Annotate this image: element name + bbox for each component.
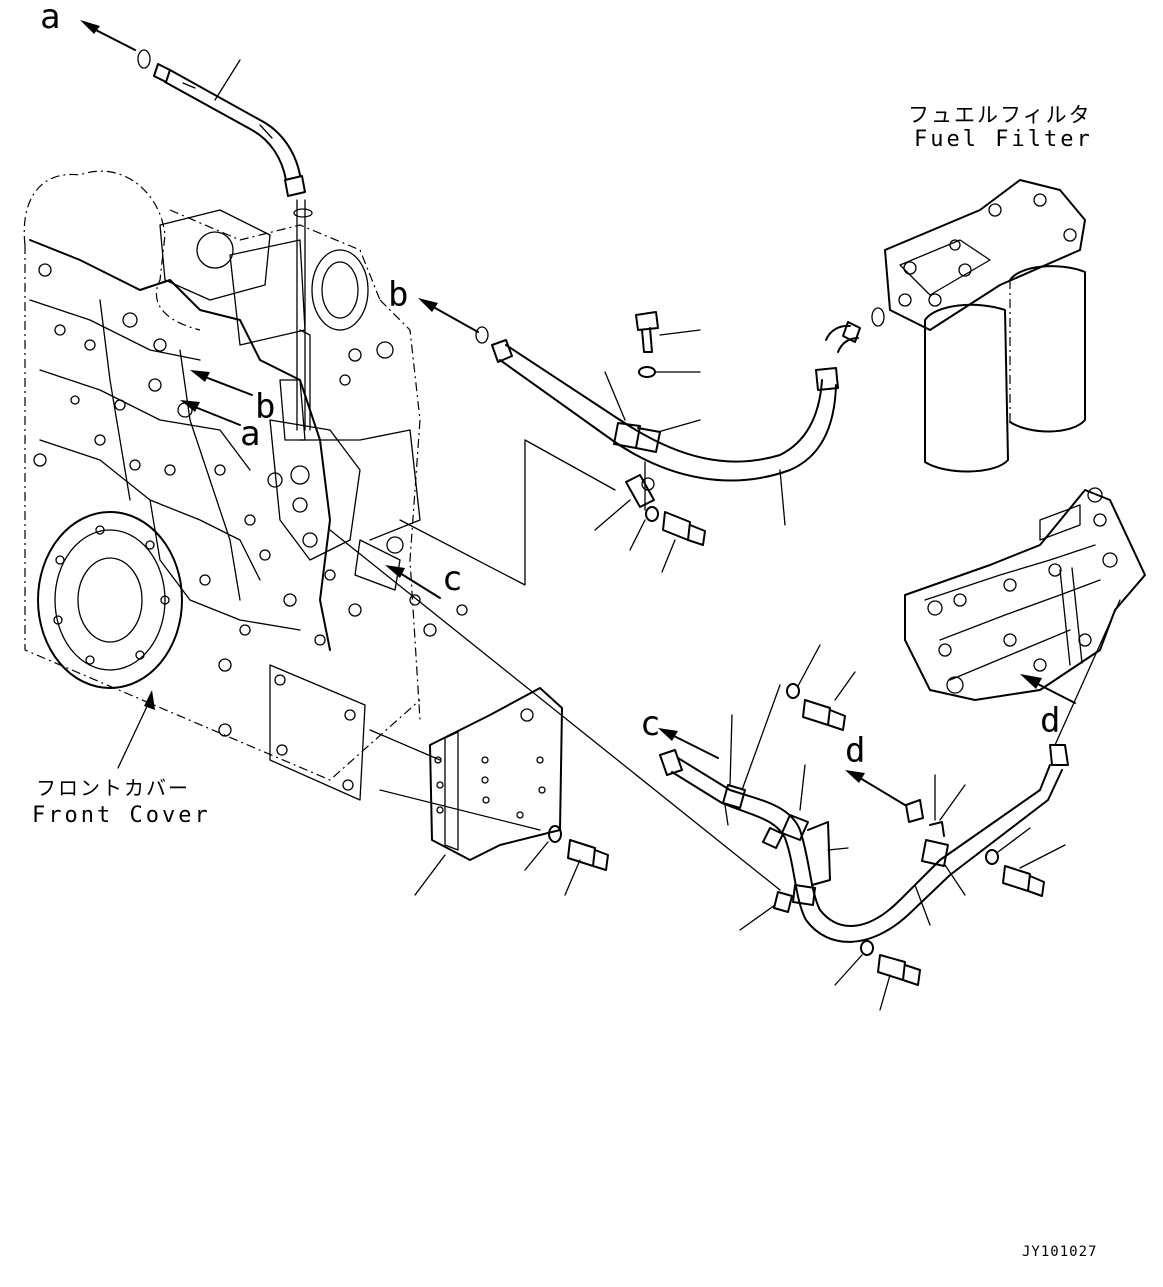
callout-c-left-label: c [442, 559, 462, 599]
fuel-pipe-c-d: c [640, 644, 1069, 1011]
leader-c [329, 529, 781, 891]
front-cover-en-label: Front Cover [32, 803, 211, 828]
callout-a-top-label: a [40, 0, 60, 37]
callout-b-top-label: b [388, 275, 408, 315]
leader-b [399, 439, 526, 586]
callout-b-top: b [388, 275, 479, 333]
callout-c-right-label: c [640, 704, 660, 744]
mounting-bracket [369, 687, 609, 896]
clamp-hardware-b [594, 311, 706, 573]
drawing-code: JY101027 [1022, 1244, 1097, 1260]
callout-a-top: a [40, 0, 136, 51]
callout-a-mid: a [180, 400, 260, 454]
fuel-filter: フュエルフィルタ Fuel Filter [884, 103, 1093, 473]
leader-b2 [524, 439, 616, 491]
engine-assembly [23, 170, 468, 801]
fuel-filter-en-label: Fuel Filter [914, 127, 1093, 152]
fuel-filter-jp-label: フュエルフィルタ [908, 103, 1092, 127]
callout-a-mid-label: a [240, 414, 260, 454]
fuel-hose-b [475, 307, 885, 526]
callout-d-right-label: d [1040, 701, 1060, 741]
fuel-hose-a [137, 49, 313, 431]
front-cover-label: フロントカバー Front Cover [32, 690, 211, 828]
callout-d-left-label: d [845, 731, 865, 771]
callout-b-left-label: b [255, 387, 275, 427]
callout-c-left: c [385, 559, 462, 599]
valve-block: d [904, 487, 1146, 746]
front-cover-jp-label: フロントカバー [36, 776, 190, 800]
callout-b-left: b [190, 370, 275, 427]
